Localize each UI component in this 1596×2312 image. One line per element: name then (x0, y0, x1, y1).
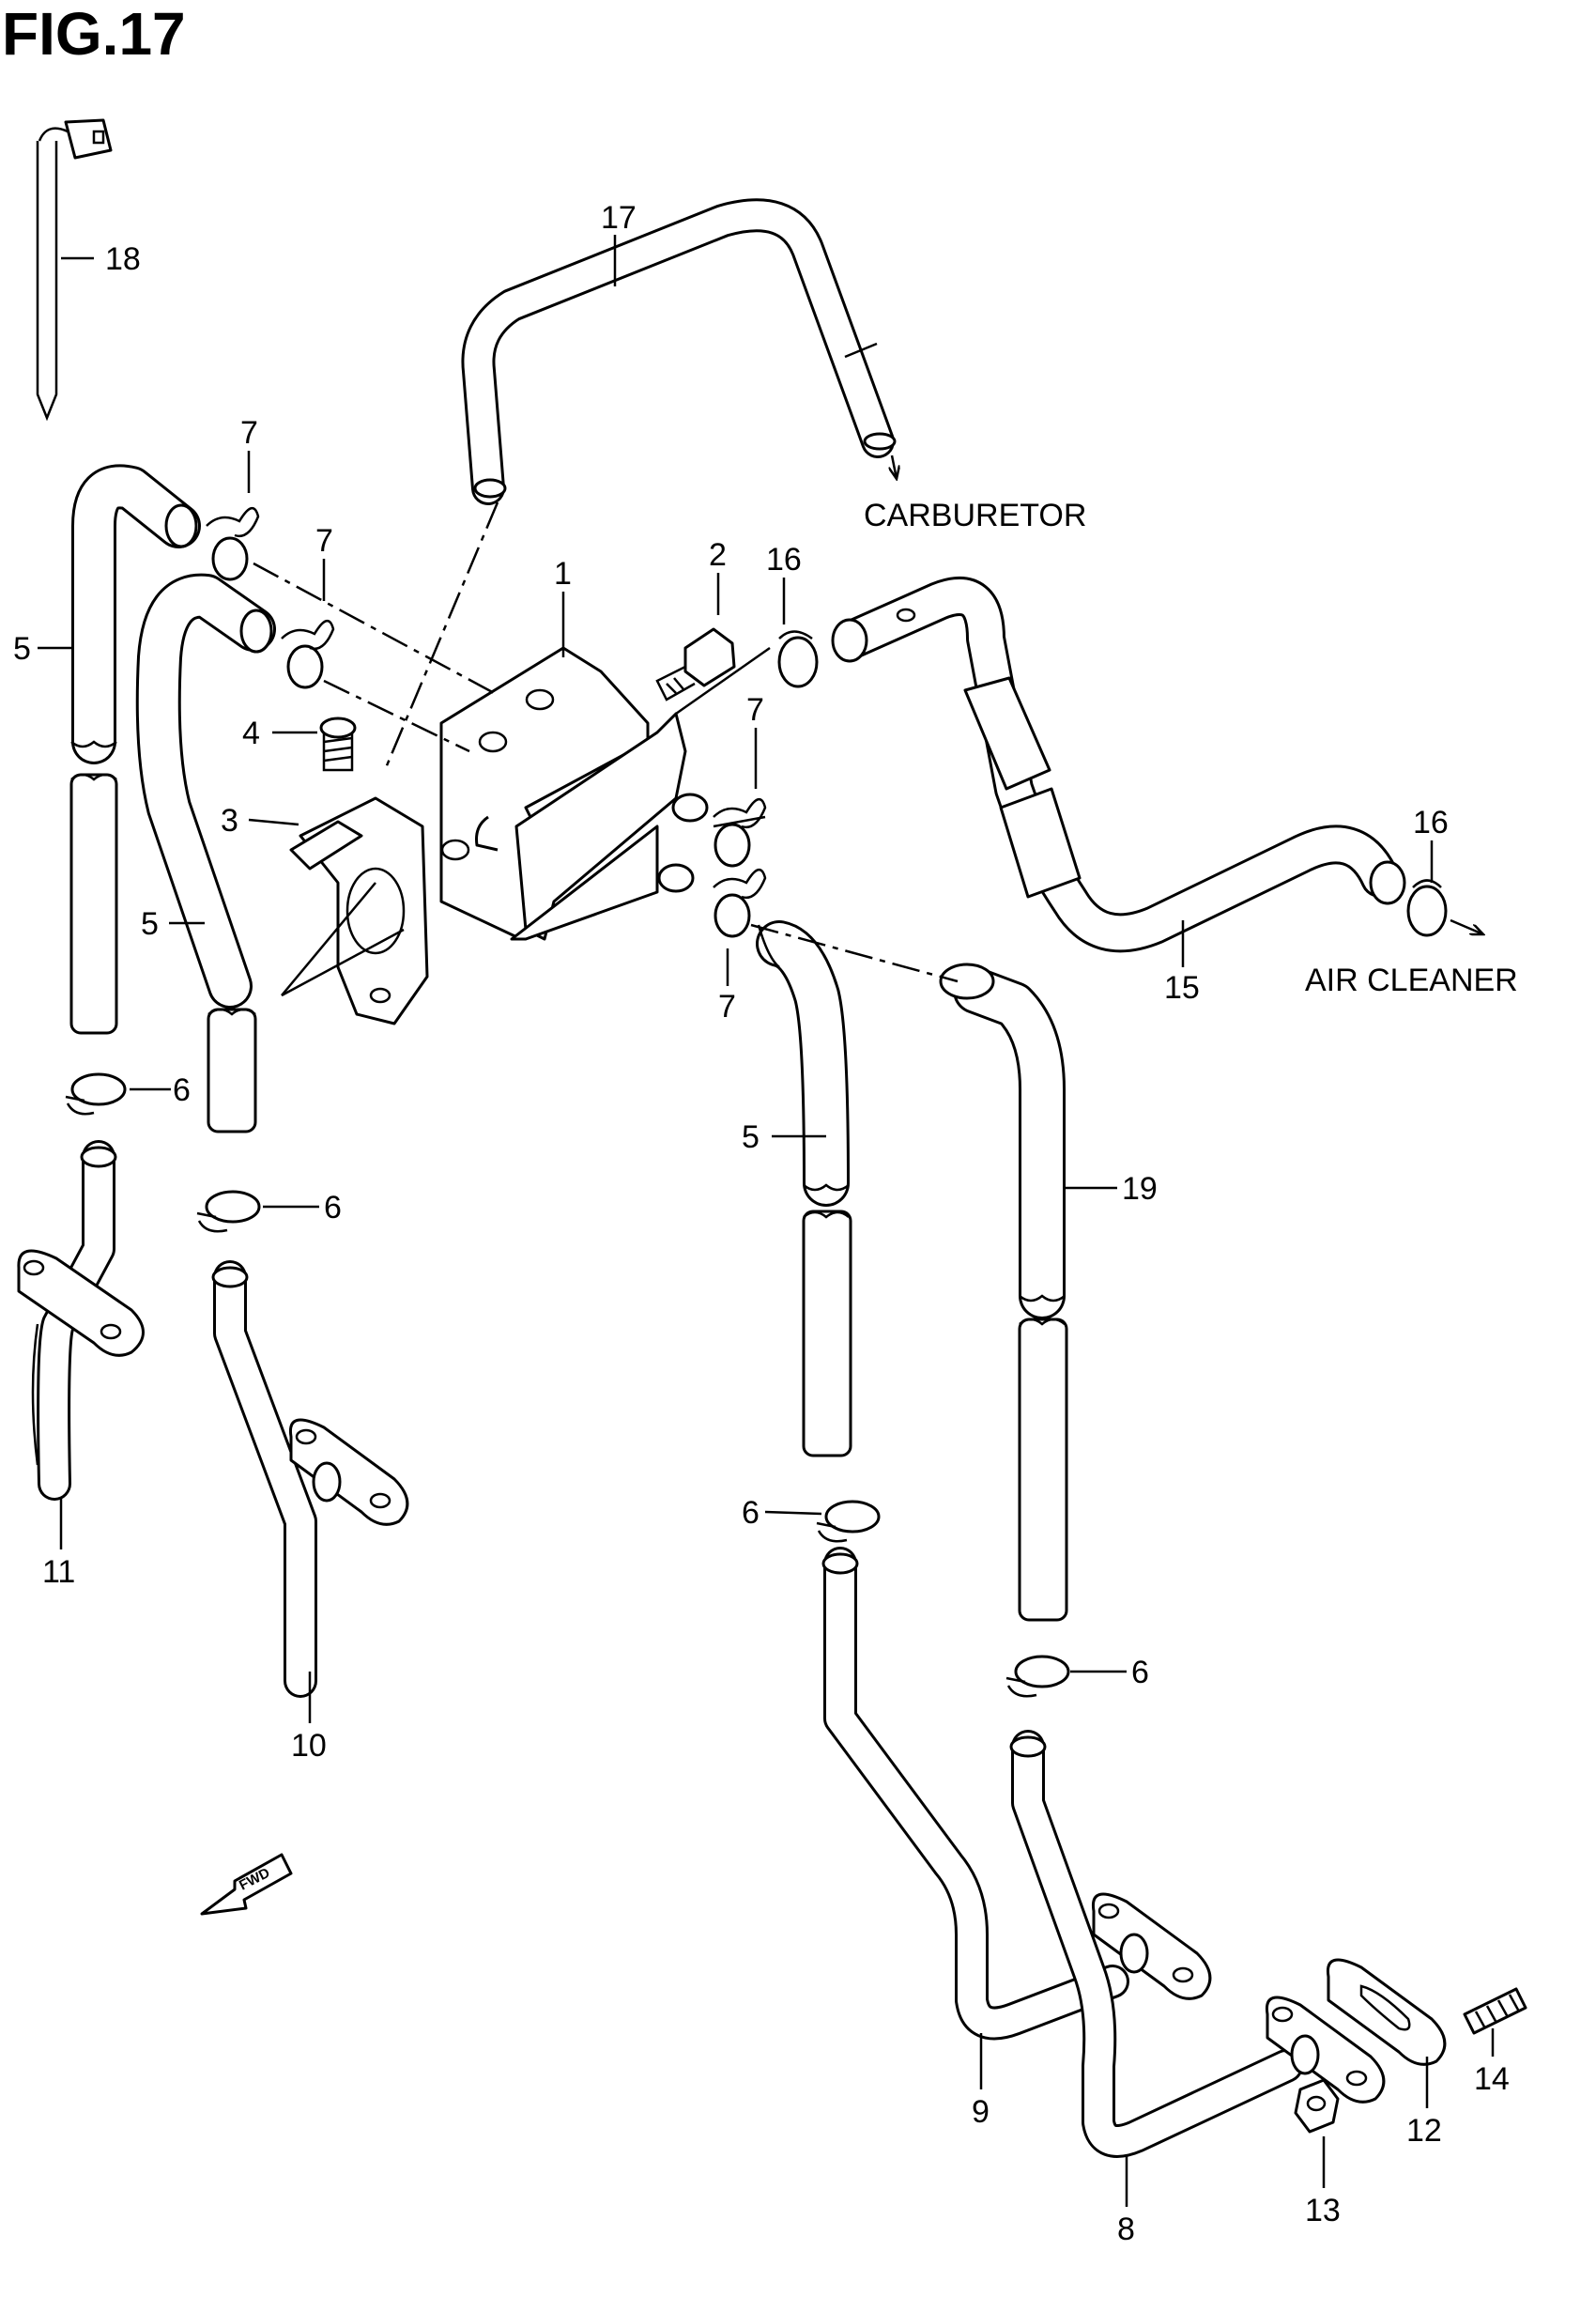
wire-18 (36, 118, 113, 422)
callout-3: 3 (221, 803, 238, 839)
callout-10: 10 (291, 1728, 327, 1764)
clip-16a (777, 630, 819, 688)
gasket-12 (1326, 1958, 1447, 2066)
callout-5a: 5 (13, 631, 31, 667)
callout-16b: 16 (1413, 805, 1449, 840)
callout-5c: 5 (742, 1119, 760, 1155)
clamp-6b (196, 1190, 261, 1233)
assembly-lines (253, 501, 959, 997)
gasket-3 (289, 796, 429, 1025)
hose-5-right (756, 920, 852, 1457)
carburetor-label: CARBURETOR (864, 498, 1086, 533)
hose-5-left (69, 464, 201, 1035)
valve-assembly-1 (439, 646, 709, 941)
bolt-2 (655, 627, 736, 701)
callout-11: 11 (42, 1554, 75, 1590)
figure-title: FIG.17 (2, 0, 186, 68)
screw-4 (319, 717, 357, 772)
callout-numbers: 18 17 7 7 1 2 16 5 4 7 3 5 7 16 15 6 6 5… (13, 200, 1510, 2247)
clamp-6a (65, 1072, 127, 1116)
hose-5-mid (135, 573, 276, 1133)
clip-7c (713, 798, 767, 868)
clamp-6d (1005, 1655, 1070, 1698)
callout-19: 19 (1122, 1171, 1158, 1207)
callout-7c: 7 (746, 692, 764, 728)
hose-19 (939, 963, 1068, 1622)
callout-4: 4 (242, 716, 260, 751)
nut-13 (1294, 2078, 1340, 2134)
hose-15 (831, 577, 1406, 953)
callout-7d: 7 (718, 989, 736, 1025)
callout-8: 8 (1117, 2212, 1135, 2247)
pipe-10 (211, 1260, 409, 1698)
callout-13: 13 (1305, 2193, 1341, 2228)
clip-7d (713, 869, 767, 938)
hose-17 (461, 198, 897, 505)
air-cleaner-label: AIR CLEANER (1305, 963, 1518, 998)
callout-6a: 6 (173, 1072, 191, 1108)
pipe-8 (1009, 1730, 1386, 2158)
clamp-6c (816, 1500, 881, 1543)
callout-5b: 5 (141, 906, 159, 942)
pipe-9 (821, 1547, 1212, 2041)
callout-6b: 6 (324, 1190, 342, 1225)
callout-leaders (38, 235, 1495, 2207)
pipe-11 (17, 1140, 145, 1501)
callout-15: 15 (1164, 970, 1200, 1006)
callout-17: 17 (601, 200, 637, 236)
carburetor-arrow (892, 455, 897, 479)
callout-2: 2 (709, 537, 727, 573)
callout-16a: 16 (766, 542, 802, 578)
stud-14 (1463, 1987, 1527, 2035)
callout-6d: 6 (1131, 1655, 1149, 1690)
callout-1: 1 (554, 556, 572, 592)
callout-7b: 7 (315, 523, 333, 559)
callout-18: 18 (105, 241, 141, 277)
clip-7a (206, 507, 260, 581)
clip-16b (1406, 879, 1448, 937)
callout-12: 12 (1406, 2113, 1442, 2149)
callout-7a: 7 (240, 415, 258, 451)
callout-9: 9 (972, 2094, 990, 2130)
clip-7b (281, 620, 335, 689)
callout-6c: 6 (742, 1495, 760, 1531)
fwd-arrow-icon: FWD (200, 1853, 293, 1916)
air-cleaner-arrow (1450, 918, 1483, 934)
callout-14: 14 (1474, 2061, 1510, 2097)
